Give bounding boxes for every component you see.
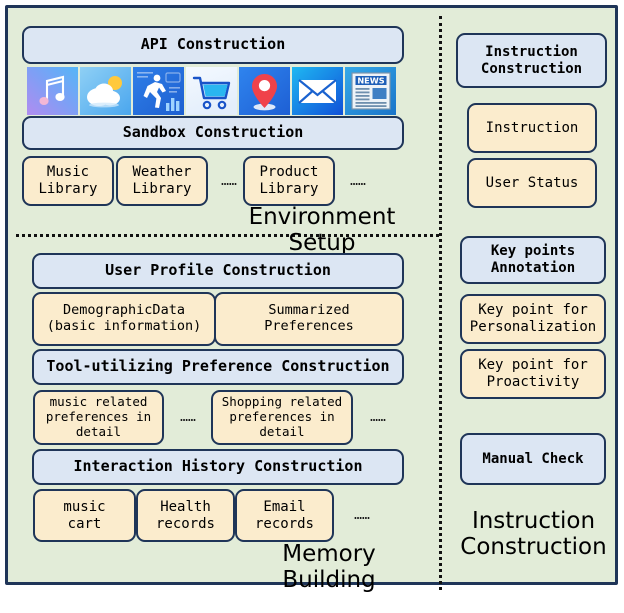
library-box-music[interactable]: Music Library [22, 156, 114, 206]
music-app-icon[interactable] [27, 67, 78, 115]
app-icon-strip: NEWS [27, 67, 399, 115]
memory-building-caption: Memory Building [282, 541, 376, 593]
preference-ellipsis-1: …… [180, 409, 196, 425]
api-construction-box[interactable]: API Construction [22, 26, 404, 64]
shopping-cart-app-icon[interactable] [186, 67, 237, 115]
music-cart-box[interactable]: music cart [33, 489, 136, 542]
diagram-outer-panel: API Construction [5, 5, 618, 593]
sandbox-construction-box[interactable]: Sandbox Construction [22, 116, 404, 150]
instruction-construction-caption: Instruction Construction [460, 508, 607, 560]
manual-check-box[interactable]: Manual Check [460, 433, 606, 485]
interaction-history-construction-box[interactable]: Interaction History Construction [32, 449, 404, 485]
demographic-data-box[interactable]: DemographicData (basic information) [32, 292, 216, 346]
svg-text:NEWS: NEWS [357, 75, 384, 85]
tool-utilizing-preference-construction-box[interactable]: Tool-utilizing Preference Construction [32, 349, 404, 385]
environment-setup-caption: Environment Setup [248, 204, 396, 256]
library-box-weather[interactable]: Weather Library [116, 156, 208, 206]
email-records-box[interactable]: Email records [235, 489, 334, 542]
summarized-preferences-box[interactable]: Summarized Preferences [214, 292, 404, 346]
shopping-preferences-box[interactable]: Shopping related preferences in detail [211, 390, 353, 445]
library-ellipsis-1: …… [221, 173, 237, 189]
health-records-box[interactable]: Health records [136, 489, 235, 542]
history-ellipsis: …… [354, 507, 370, 523]
preference-ellipsis-2: …… [370, 409, 386, 425]
horizontal-dotted-divider [16, 234, 439, 237]
email-app-icon[interactable] [292, 67, 343, 115]
key-point-personalization-box[interactable]: Key point for Personalization [460, 294, 606, 344]
library-ellipsis-2: …… [350, 173, 366, 189]
key-points-annotation-header-box[interactable]: Key points Annotation [460, 236, 606, 284]
user-profile-construction-box[interactable]: User Profile Construction [32, 253, 404, 289]
vertical-dotted-divider [439, 16, 442, 590]
instruction-construction-header-box[interactable]: Instruction Construction [456, 33, 607, 88]
key-point-proactivity-box[interactable]: Key point for Proactivity [460, 349, 606, 399]
library-box-product[interactable]: Product Library [243, 156, 335, 206]
music-preferences-box[interactable]: music related preferences in detail [33, 390, 164, 445]
map-location-app-icon[interactable] [239, 67, 290, 115]
fitness-app-icon[interactable] [133, 67, 184, 115]
weather-app-icon[interactable] [80, 67, 131, 115]
news-app-icon[interactable]: NEWS [345, 67, 396, 115]
user-status-box[interactable]: User Status [467, 158, 597, 208]
instruction-box[interactable]: Instruction [467, 103, 597, 153]
